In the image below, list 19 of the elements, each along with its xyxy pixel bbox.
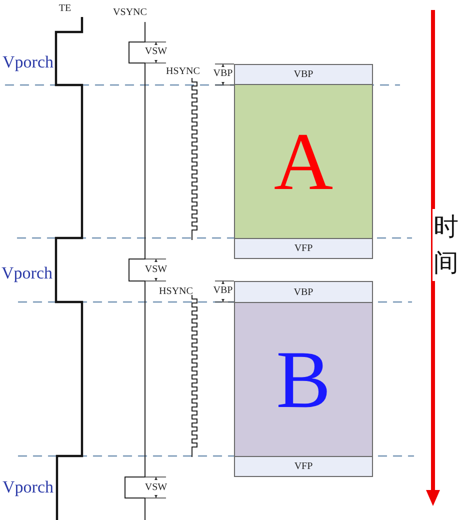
dimension-label: VBP — [213, 286, 233, 296]
vfp-band: VFP — [234, 456, 373, 477]
dimension-label: VSW — [144, 47, 168, 57]
dimension-label: VBP — [213, 69, 233, 79]
signal-label: VSYNC — [113, 8, 147, 18]
signal-label: TE — [58, 4, 72, 14]
frame-area: A — [234, 84, 373, 239]
signal-label: HSYNC — [159, 287, 193, 297]
frame-area: B — [234, 302, 373, 457]
vfp-band: VFP — [234, 238, 373, 259]
signal-label: HSYNC — [166, 67, 200, 77]
porch-label: Vporch — [2, 54, 54, 70]
vbp-band: VBP — [234, 281, 373, 303]
porch-label: Vporch — [2, 264, 52, 282]
vbp-band: VBP — [234, 64, 373, 85]
dimension-label: VSW — [144, 265, 168, 275]
porch-label: Vporch — [2, 478, 54, 496]
dimension-label: VSW — [144, 483, 168, 493]
axis-label: 时间 — [432, 209, 460, 281]
